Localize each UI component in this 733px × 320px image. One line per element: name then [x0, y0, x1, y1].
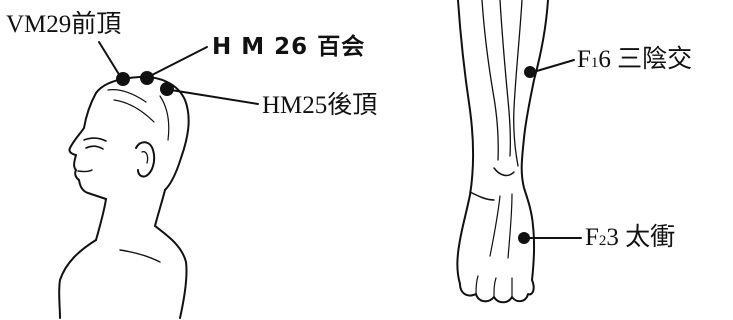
label-f23-prefix: F: [585, 224, 599, 251]
label-f16: F16 三陰交: [577, 47, 692, 72]
label-f23-name: 太衝: [625, 224, 676, 251]
label-vm29: VM29前頂: [6, 12, 121, 37]
marker-hm25: [160, 82, 174, 96]
marker-f16: [524, 66, 536, 78]
acupoint-markers: [116, 66, 536, 244]
marker-vm29: [116, 72, 130, 86]
ankle-bone: [469, 167, 515, 201]
leader-vm29: [98, 41, 121, 77]
label-hm25: HM25後頂: [262, 93, 377, 118]
label-f23-sub: 2: [598, 233, 607, 249]
shoulder-line: [58, 239, 97, 319]
label-f16-prefix: F: [577, 46, 591, 73]
label-f23: F23 太衝: [585, 225, 675, 250]
neck-back: [154, 189, 166, 227]
marker-f23: [518, 232, 530, 244]
toes: [459, 279, 535, 304]
foot-tendon: [489, 193, 513, 259]
label-f16-sub: 1: [590, 55, 599, 71]
head-profile: [58, 75, 190, 319]
label-hm26: H M 26 百会: [212, 36, 365, 59]
tendon-line-2: [513, 0, 523, 167]
label-f23-num: 3: [606, 224, 619, 251]
label-hm26-name: 百会: [317, 34, 366, 60]
label-vm29-name: 前頂: [71, 11, 122, 38]
leg-outline-left: [456, 0, 474, 285]
label-hm26-code: H M 26: [212, 34, 309, 60]
eye: [85, 145, 104, 150]
leader-hm26: [149, 46, 208, 77]
label-f16-num: 6: [598, 46, 611, 73]
face-profile: [68, 92, 107, 200]
neck-front: [95, 198, 107, 241]
hair-outline: [95, 75, 190, 191]
marker-hm26: [140, 71, 154, 85]
leader-hm25: [170, 89, 259, 105]
leg-leader-lines: [523, 59, 582, 239]
label-hm25-name: 後頂: [327, 92, 378, 119]
leg-outline-right: [520, 0, 549, 281]
lower-leg-and-foot: [456, 0, 549, 304]
shoulder-back: [154, 225, 188, 319]
tibia-line: [481, 0, 499, 161]
mouth: [77, 169, 93, 173]
eyebrow: [83, 137, 107, 142]
ear: [135, 141, 156, 178]
ear-inner: [141, 150, 149, 164]
label-f16-name: 三陰交: [617, 46, 693, 73]
leader-f16: [529, 59, 575, 74]
tendon-line-1: [499, 0, 512, 157]
head-leader-lines: [98, 41, 259, 105]
hair-texture: [107, 89, 170, 141]
label-hm25-code: HM25: [262, 92, 328, 119]
label-vm29-code: VM29: [6, 11, 72, 38]
toe-gaps: [475, 275, 513, 298]
collarbone: [119, 249, 161, 263]
